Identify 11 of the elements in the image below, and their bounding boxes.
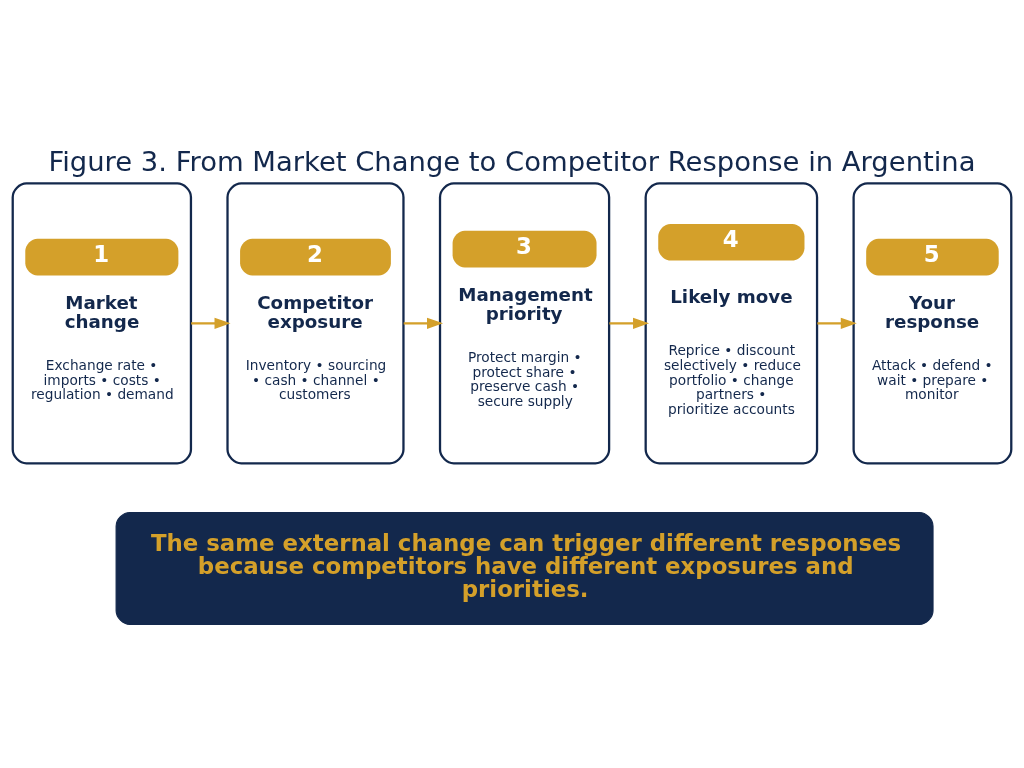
arrow xyxy=(609,317,650,329)
node-box: The same external change can trigger different responses because competitors have different exposures and priorities. xyxy=(115,511,934,625)
diagram-title: Figure 3. From Market Change to Competitor Response in Argentina xyxy=(48,145,976,177)
arrow xyxy=(403,317,444,329)
node-box: 4 Likely move Reprice • discount selectively • reduce portfolio • change partners • prioritize accounts xyxy=(644,181,819,464)
node-box: 3 Management priority Protect margin • protect share • preserve cash • secure supply xyxy=(438,181,611,464)
arrow xyxy=(817,317,857,329)
node-box: 5 Your response Attack • defend • wait • prepare • monitor xyxy=(852,181,1013,464)
node-box: 2 Competitor exposure Inventory • sourcing • cash • channel • customers xyxy=(226,181,405,464)
arrow xyxy=(191,317,231,329)
node-box: 1 Market change Exchange rate • imports • costs • regulation • demand xyxy=(11,181,193,464)
